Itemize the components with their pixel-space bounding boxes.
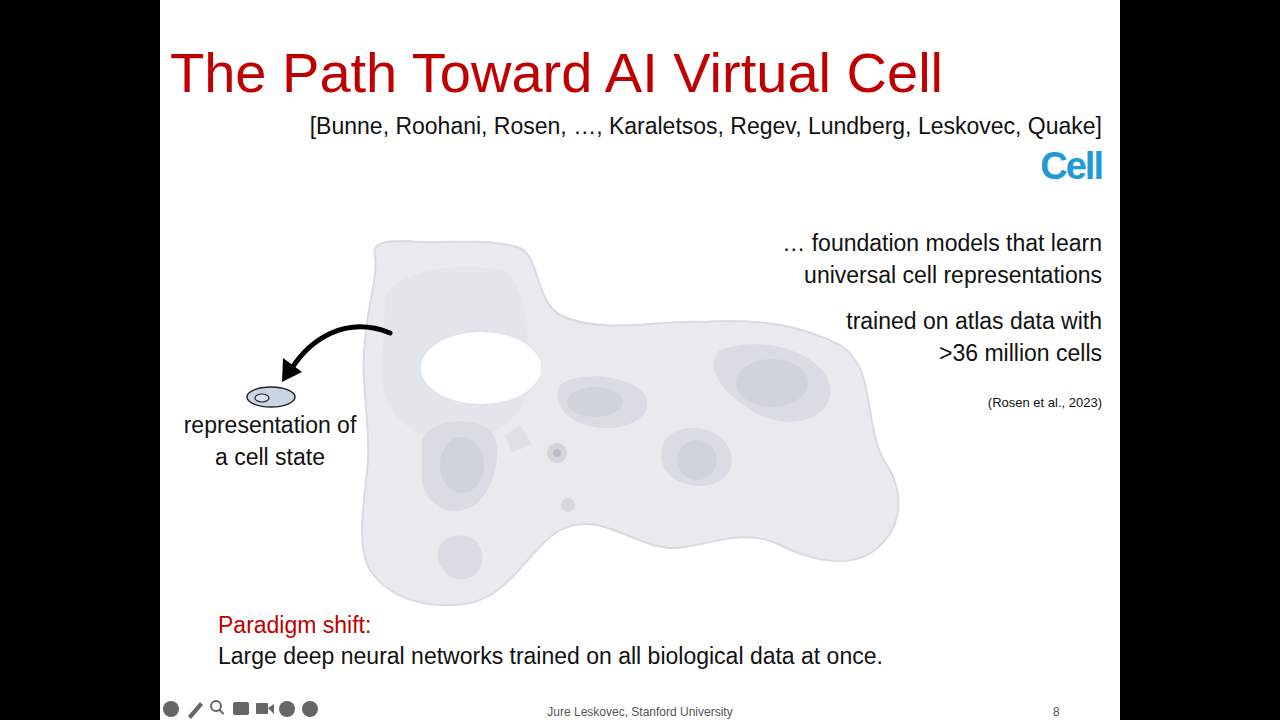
journal-logo: Cell: [1040, 146, 1102, 188]
emphasis-heading: Paradigm shift:: [218, 611, 371, 641]
cell-cluster: [714, 344, 831, 422]
note-text: … foundation models that learn universal…: [722, 227, 1102, 291]
footer: Jure Leskovec, Stanford University: [547, 705, 732, 720]
cell-label: representation of a cell state: [175, 409, 365, 473]
slide-number: 8: [1053, 705, 1060, 720]
statement: Large deep neural networks trained on al…: [218, 642, 883, 672]
cell-cluster-small: [561, 498, 575, 512]
atlas-region: [505, 425, 532, 452]
note-text: trained on atlas data with >36 million c…: [842, 305, 1102, 369]
cell-cluster-core: [440, 437, 484, 493]
cell-cluster-small: [547, 443, 567, 463]
author-list: [Bunne, Roohani, Rosen, …, Karaletsos, R…: [310, 112, 1102, 142]
slide-title: The Path Toward AI Virtual Cell: [170, 42, 943, 104]
toolbar-icons: [163, 701, 318, 719]
cell-nucleus: [255, 394, 269, 402]
cell-cluster: [438, 535, 482, 579]
atlas-blob: [362, 241, 898, 605]
cell-cluster: [661, 428, 731, 486]
cell-cluster: [557, 376, 647, 428]
slide: The Path Toward AI Virtual Cell [Bunne, R…: [160, 0, 1120, 720]
cell-cluster-core: [677, 440, 717, 480]
cell-cluster-small: [553, 449, 561, 457]
pointer-arrow: [292, 327, 390, 368]
arrowhead: [282, 358, 302, 382]
cell-cluster: [422, 421, 497, 511]
cell-cluster-core: [736, 359, 808, 407]
cell-icon: [247, 387, 295, 407]
citation: (Rosen et al., 2023): [988, 395, 1102, 412]
atlas-hole: [421, 332, 541, 404]
cell-cluster-core: [567, 387, 623, 417]
